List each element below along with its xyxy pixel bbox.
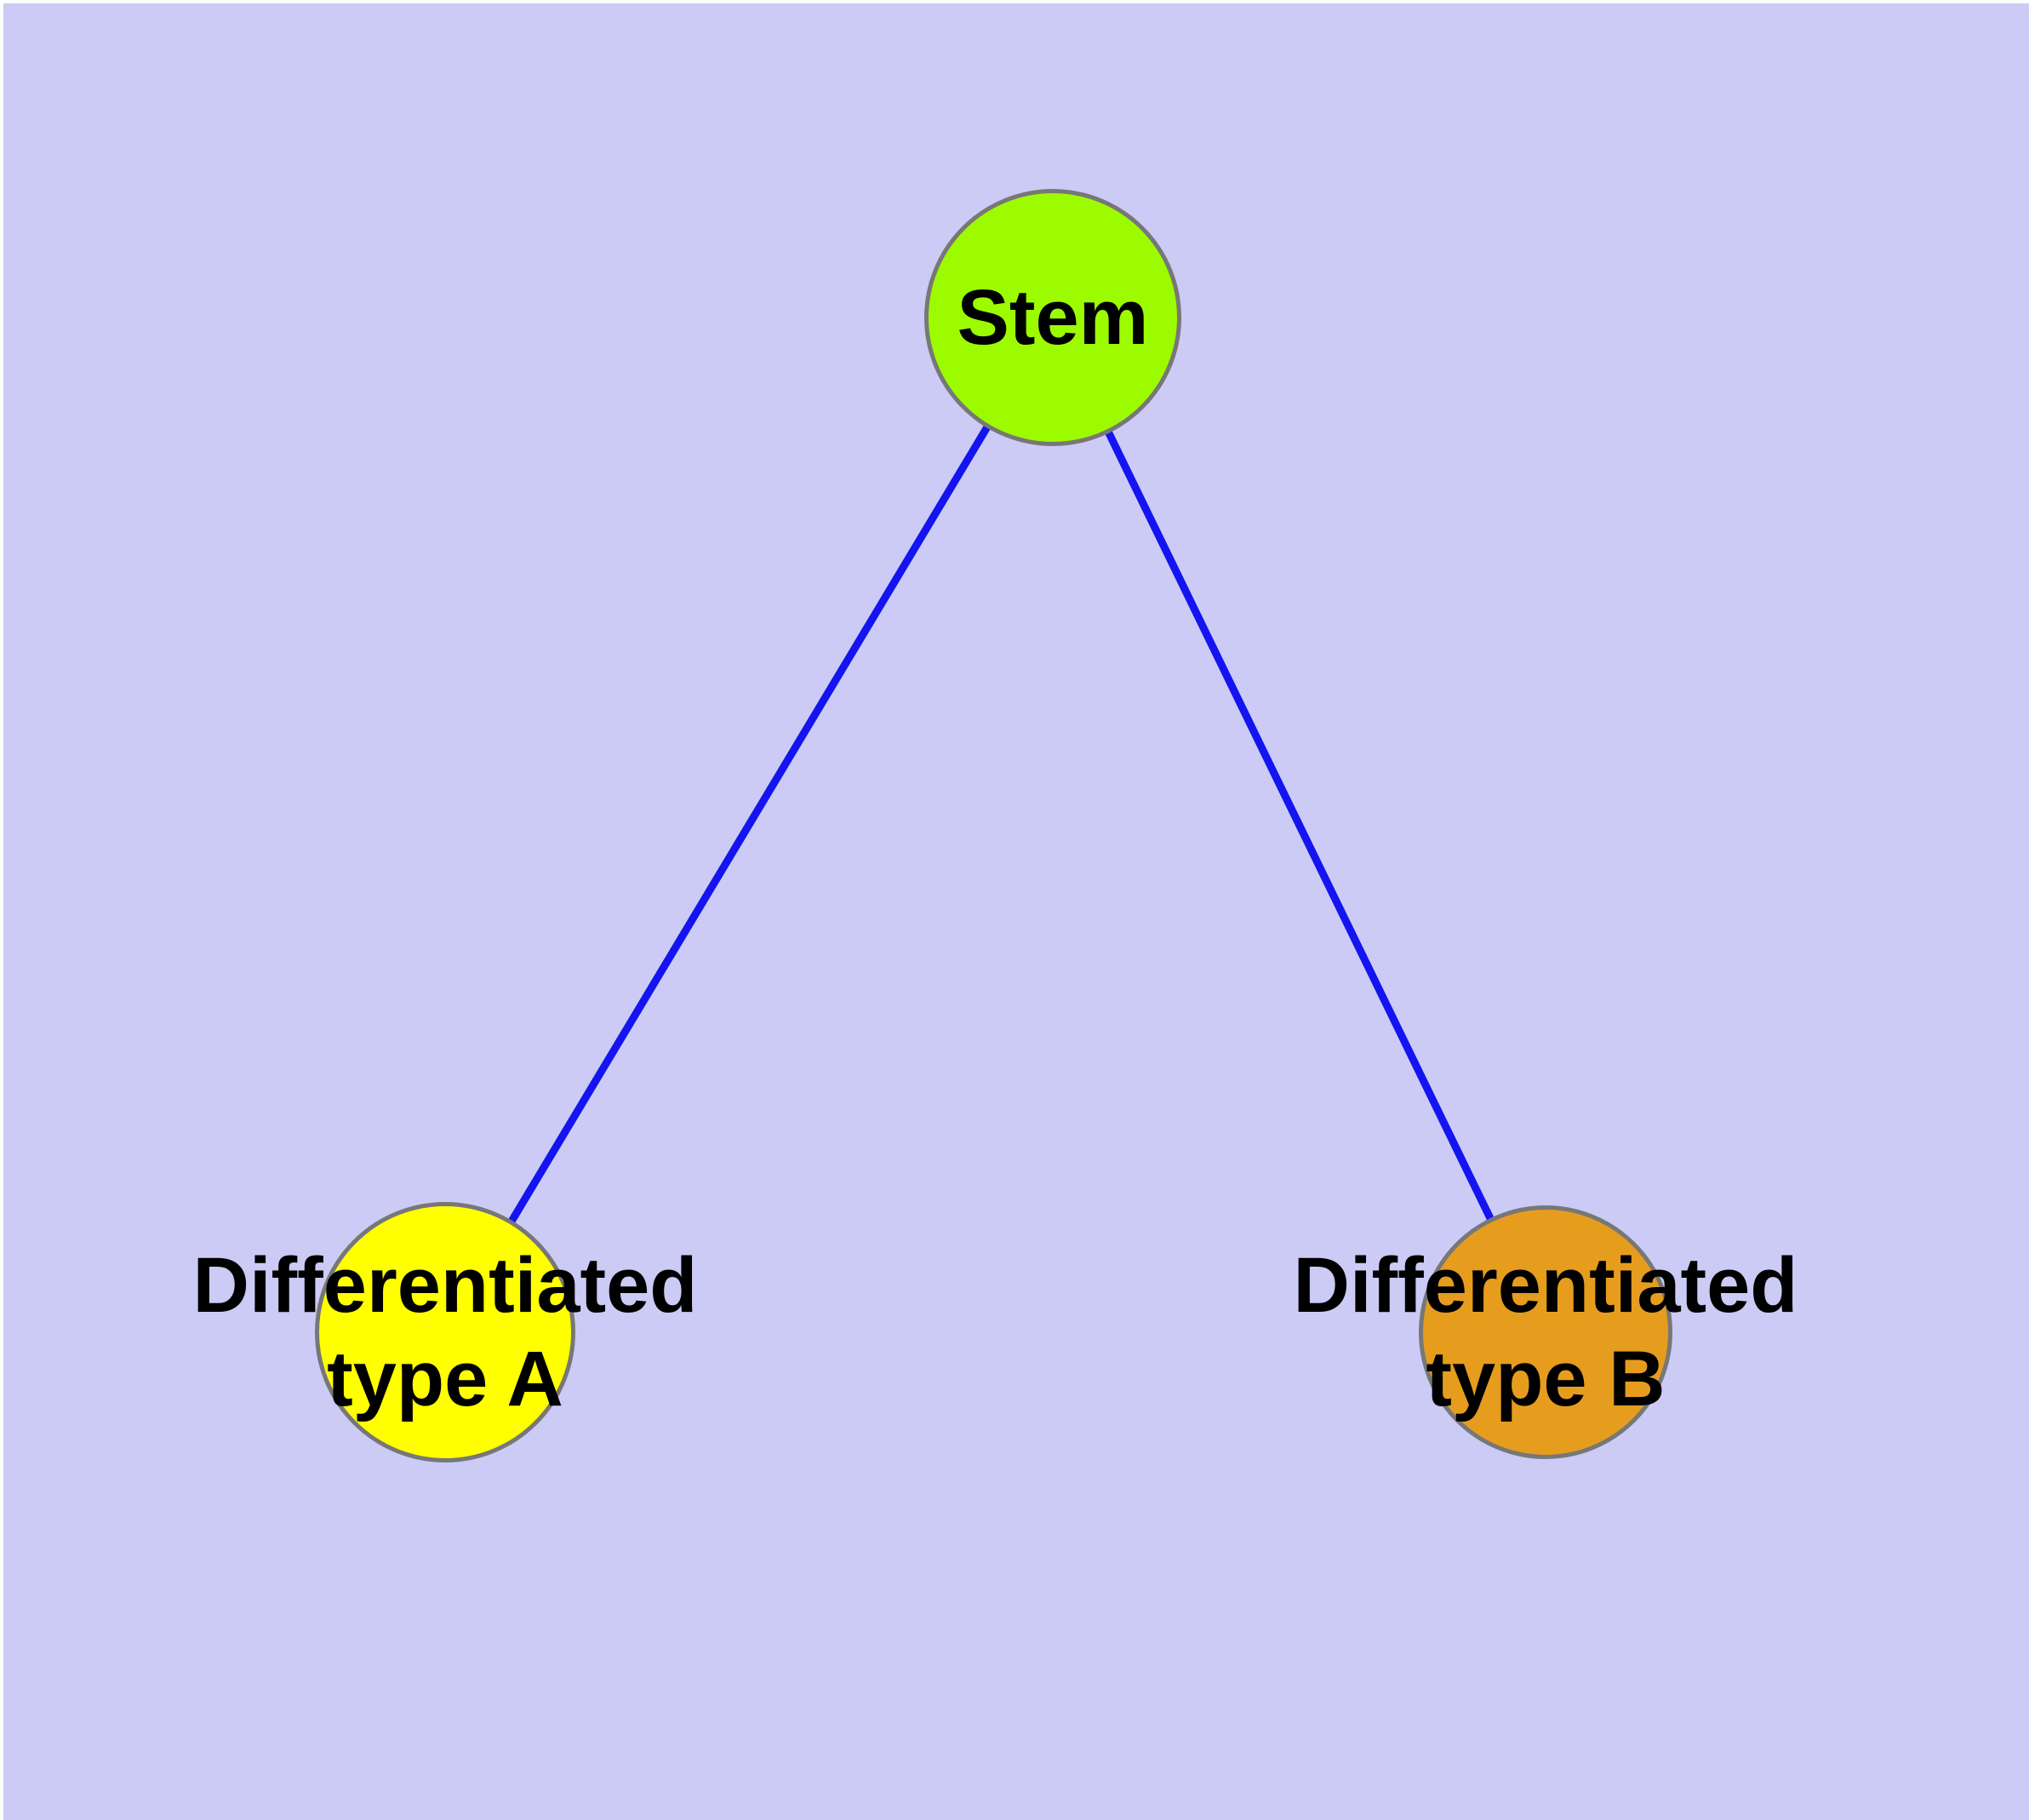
edge-stem-to-type-b [1049, 316, 1550, 1334]
node-differentiated-type-a [315, 1202, 575, 1462]
edge-stem-to-type-a [442, 315, 1056, 1335]
node-stem [924, 189, 1181, 446]
node-differentiated-type-b [1419, 1205, 1672, 1459]
